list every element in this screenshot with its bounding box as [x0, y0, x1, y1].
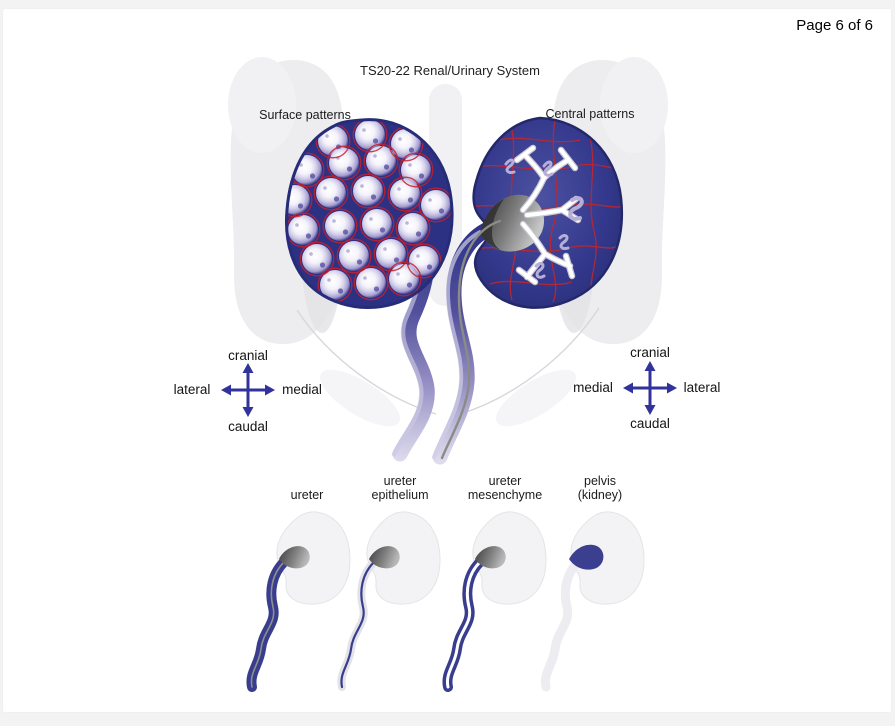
- compass-left-cranial-label: cranial: [228, 348, 268, 363]
- ureteric-tree-illustration: [504, 144, 584, 286]
- compass-left-lateral-label: lateral: [173, 382, 211, 397]
- compass-right-cranial-label: cranial: [630, 345, 670, 360]
- page-number: Page 6 of 6: [796, 17, 873, 34]
- right-ureter-illustration: [432, 222, 494, 465]
- ureter-epithelium-diagram: [341, 511, 441, 687]
- surface-patterns-label: Surface patterns: [259, 108, 351, 122]
- pelvis-kidney-label: pelvis (kidney): [577, 474, 623, 502]
- figure-title: TS20-22 Renal/Urinary System: [360, 63, 540, 78]
- compass-right-caudal-label: caudal: [630, 416, 670, 431]
- central-patterns-kidney-illustration: [440, 116, 624, 460]
- ureter-epithelium-label: ureter epithelium: [371, 474, 429, 502]
- compass-right-lateral-label: lateral: [683, 380, 721, 395]
- pelvis-kidney-diagram: [545, 511, 645, 687]
- ureter-epithelium-line: [440, 219, 502, 460]
- surface-patterns-kidney-illustration: [284, 118, 454, 309]
- compass-left-caudal-label: caudal: [228, 419, 268, 434]
- compass-right-medial-label: medial: [573, 380, 613, 395]
- nephron-squiggles: [504, 158, 584, 279]
- orientation-compass-right: [623, 361, 677, 415]
- ureter-label: ureter: [290, 488, 324, 502]
- pelvic-outline-lines: [296, 307, 600, 427]
- ureter-mesenchyme-label: ureter mesenchyme: [467, 474, 543, 502]
- compass-left-medial-label: medial: [282, 382, 322, 397]
- ureter-diagram: [251, 511, 351, 687]
- central-patterns-label: Central patterns: [545, 107, 635, 121]
- ureter-mesenchyme-diagram: [447, 511, 547, 687]
- orientation-compass-left: [221, 363, 275, 417]
